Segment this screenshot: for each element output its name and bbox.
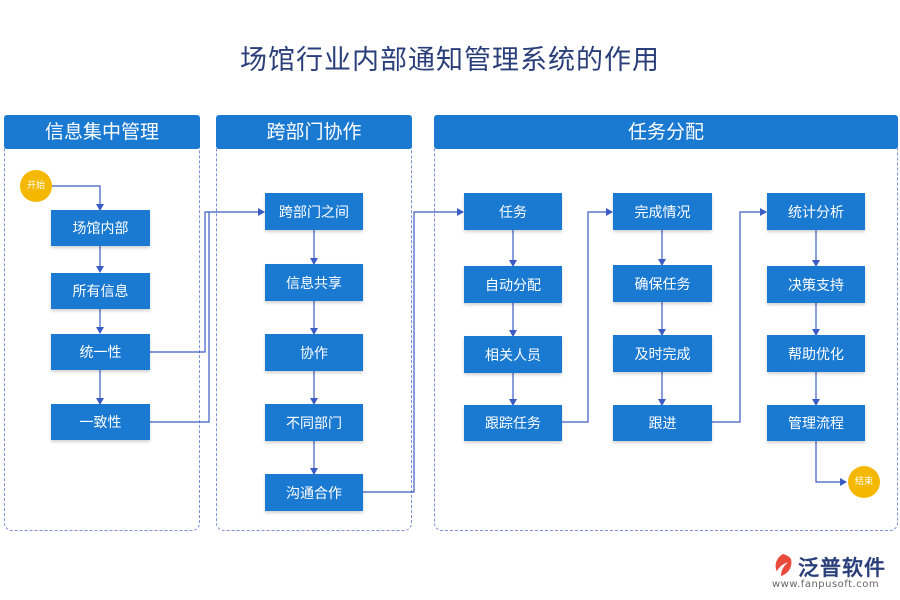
node-timely-completion: 及时完成: [613, 335, 712, 372]
header-info-management: 信息集中管理: [4, 115, 200, 149]
node-follow-up: 跟进: [613, 405, 712, 441]
node-decision-support: 决策支持: [767, 266, 865, 303]
node-different-departments: 不同部门: [265, 404, 363, 441]
brand-url: www.fanpusoft.com: [772, 579, 880, 590]
end-node: 结束: [848, 466, 880, 498]
node-venue-internal: 场馆内部: [51, 210, 150, 246]
brand-logo: 泛普软件 www.fanpusoft.com: [770, 552, 895, 594]
diagram-title: 场馆行业内部通知管理系统的作用: [240, 45, 660, 76]
node-task: 任务: [464, 193, 562, 230]
node-collaboration: 协作: [265, 334, 363, 371]
node-info-sharing: 信息共享: [265, 264, 363, 301]
brand-name: 泛普软件: [798, 556, 886, 580]
brand-mark-icon: [775, 554, 792, 576]
node-management-process: 管理流程: [767, 405, 865, 441]
node-statistical-analysis: 统计分析: [767, 193, 865, 230]
node-track-task: 跟踪任务: [464, 405, 562, 441]
node-related-staff: 相关人员: [464, 336, 562, 373]
node-consistency: 一致性: [51, 404, 150, 440]
node-ensure-task: 确保任务: [613, 265, 712, 302]
node-completion-status: 完成情况: [613, 193, 712, 230]
node-all-information: 所有信息: [51, 273, 150, 309]
node-help-optimize: 帮助优化: [767, 335, 865, 372]
node-communication: 沟通合作: [265, 474, 363, 511]
node-between-departments: 跨部门之间: [265, 193, 363, 230]
header-cross-department: 跨部门协作: [216, 115, 412, 149]
start-node: 开始: [20, 170, 52, 202]
node-auto-assign: 自动分配: [464, 266, 562, 303]
node-uniformity: 统一性: [51, 334, 150, 370]
header-task-assignment: 任务分配: [434, 115, 898, 149]
